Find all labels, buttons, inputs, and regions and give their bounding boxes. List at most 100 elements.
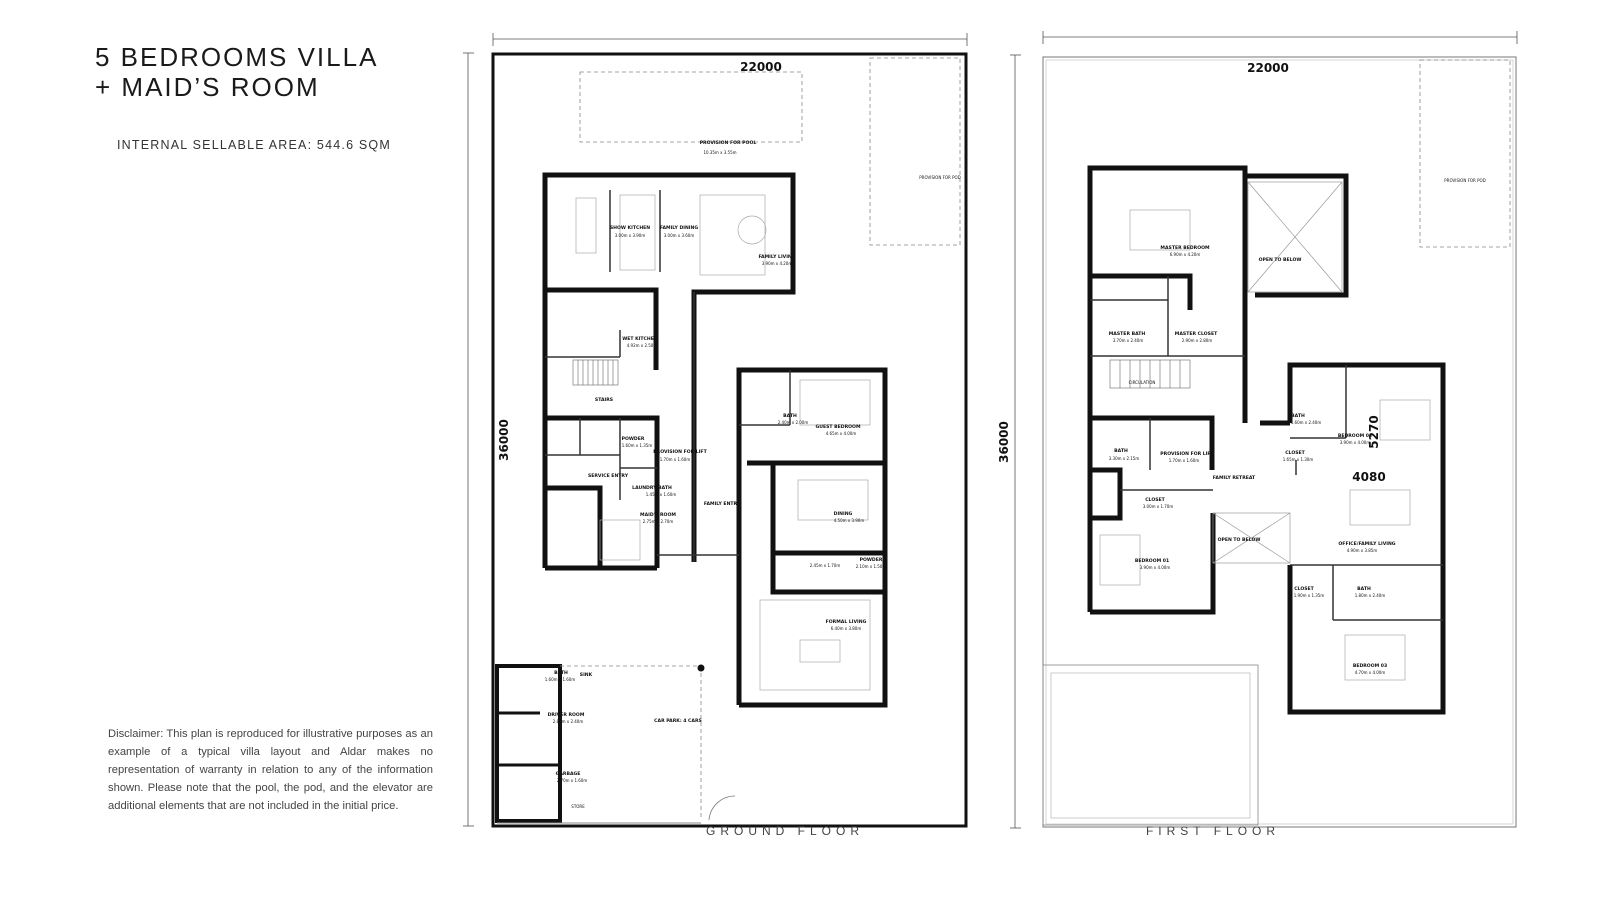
- ff-label-bath-a: BATH: [1291, 413, 1305, 419]
- ff-label-hall: CIRCULATION: [1129, 380, 1156, 385]
- gf-label-maids-room: MAID'S ROOM: [640, 512, 676, 518]
- gf-label-stairs: STAIRS: [595, 397, 613, 403]
- ff-dimension-lines: [1010, 31, 1518, 829]
- ff-label-closet-a: CLOSET: [1285, 450, 1305, 456]
- gf-label-family-dining: FAMILY DINING: [660, 225, 699, 231]
- ff-dimension-5270: 5270: [1367, 415, 1381, 448]
- ff-roof-outline-inner: [1050, 672, 1251, 819]
- gf-label-driver-room: DRIVER ROOM: [548, 712, 585, 718]
- gf-label-dining: DINING: [834, 511, 853, 517]
- ff-label-bath-a-size: 1.60m x 2.40m: [1291, 420, 1322, 425]
- ff-floor-name: FIRST FLOOR: [1146, 824, 1280, 838]
- ff-plot-boundary: [1042, 56, 1517, 828]
- ff-label-bedroom-3: BEDROOM 03: [1353, 663, 1387, 669]
- gf-label-laundry-bath: LAUNDRY/BATH: [632, 485, 672, 491]
- gf-height-dimension: 36000: [497, 419, 511, 461]
- gf-pod-outline: [869, 57, 961, 246]
- ff-label-bedroom-2: BEDROOM 02: [1338, 433, 1372, 439]
- ff-label-closet-b: CLOSET: [1145, 497, 1165, 503]
- gf-label-bath-3: BATH: [554, 670, 568, 676]
- gf-plot-boundary: [491, 52, 968, 828]
- ff-label-provision-lift-size: 1.70m x 1.60m: [1169, 458, 1200, 463]
- ff-label-open-to-below: OPEN TO BELOW: [1259, 257, 1302, 263]
- ff-width-dimension: 22000: [1247, 61, 1289, 75]
- gf-label-family-dining-size: 3.00m x 3.60m: [664, 233, 695, 238]
- ff-label-provision-lift: PROVISION FOR LIFT: [1160, 451, 1214, 457]
- gf-label-formal-living: FORMAL LIVING: [826, 619, 867, 625]
- gf-room-labels: SHOW KITCHEN 3.00m x 3.90m FAMILY DINING…: [545, 225, 887, 809]
- gf-label-family-living: FAMILY LIVING: [758, 254, 795, 260]
- gf-label-garbage-size: 2.70m x 1.60m: [557, 778, 588, 783]
- ff-label-pod: PROVISION FOR POD: [1444, 178, 1485, 183]
- ff-label-bedroom-3-size: 4.70m x 4.00m: [1355, 670, 1386, 675]
- ff-stairs-graphic: [1109, 359, 1191, 389]
- gf-stairs-graphic: [572, 359, 619, 386]
- gf-label-wet-kitchen-size: 4.92m x 2.50m: [627, 343, 658, 348]
- gf-label-family-entry: FAMILY ENTRY: [704, 501, 741, 507]
- ff-label-bath-c: BATH: [1357, 586, 1371, 592]
- ff-label-master-bath: MASTER BATH: [1109, 331, 1146, 337]
- gf-label-show-kitchen-size: 3.00m x 3.90m: [615, 233, 646, 238]
- gf-house-inner-walls: [545, 190, 791, 562]
- ff-open-to-below: [1212, 181, 1343, 564]
- gf-label-bath-3-size: 1.60m x 1.60m: [545, 677, 576, 682]
- ff-furniture: [1099, 209, 1431, 681]
- gf-label-pool: PROVISION FOR POOL: [700, 140, 757, 146]
- ff-label-bedroom-1: BEDROOM 01: [1135, 558, 1169, 564]
- gf-label-formal-living-size: 6.40m x 3.80m: [831, 626, 862, 631]
- gf-dimension-lines: [463, 33, 968, 827]
- gf-label-show-kitchen: SHOW KITCHEN: [610, 225, 650, 231]
- disclaimer-text: Disclaimer: This plan is reproduced for …: [108, 728, 433, 812]
- page-title: 5 BEDROOMS VILLA + MAID’S ROOM: [95, 42, 378, 102]
- first-floor-plan: 22000 36000 PROVISION FOR POD: [997, 31, 1518, 838]
- ff-roof-outline: [1042, 664, 1259, 826]
- gf-label-laundry-bath-size: 1.45m x 1.60m: [646, 492, 677, 497]
- gf-garage: [495, 664, 736, 824]
- gf-label-provision-lift: PROVISION FOR LIFT: [653, 449, 707, 455]
- gf-label-powder-2-size: 2.10m x 1.50m: [856, 564, 887, 569]
- gf-label-powder-2: POWDER: [860, 557, 883, 563]
- ff-label-bath-c-size: 1.80m x 2.40m: [1355, 593, 1386, 598]
- ff-height-dimension: 36000: [997, 421, 1011, 463]
- ff-label-closet-c-size: 1.90m x 1.35m: [1294, 593, 1325, 598]
- gf-label-wet-kitchen: WET KITCHEN: [622, 336, 658, 342]
- ff-dimension-4080: 4080: [1352, 470, 1385, 484]
- gf-label-dining-size: 4.50m x 3.90m: [834, 518, 865, 523]
- ff-label-master-bedroom-size: 6.90m x 4.20m: [1170, 252, 1201, 257]
- gf-width-dimension: 22000: [740, 60, 782, 74]
- ff-label-master-closet: MASTER CLOSET: [1175, 331, 1218, 337]
- ff-label-bedroom-2-size: 3.90m x 4.00m: [1340, 440, 1371, 445]
- ff-label-master-closet-size: 2.90m x 2.80m: [1182, 338, 1213, 343]
- gf-pool-outline: [579, 71, 803, 143]
- title-line-2: + MAID’S ROOM: [95, 72, 320, 102]
- gf-label-pool-size: 10.35m x 3.55m: [703, 150, 736, 155]
- ff-label-open-to-below-2: OPEN TO BELOW: [1218, 537, 1261, 543]
- gf-label-driver-room-size: 2.80m x 2.40m: [553, 719, 584, 724]
- ff-room-labels: MASTER BEDROOM 6.90m x 4.20m OPEN TO BEL…: [1109, 245, 1396, 675]
- ff-label-closet-a-size: 1.65m x 1.30m: [1283, 457, 1314, 462]
- ff-label-master-bedroom: MASTER BEDROOM: [1160, 245, 1210, 251]
- gf-label-maids-room-size: 2.75m x 2.70m: [643, 519, 674, 524]
- ff-label-office-living-size: 4.90m x 3.85m: [1347, 548, 1378, 553]
- gf-label-bath-size: 2.40m x 2.00m: [778, 420, 809, 425]
- ff-label-family-retreat: FAMILY RETREAT: [1213, 475, 1256, 481]
- gf-label-sink: SINK: [580, 672, 593, 678]
- gf-label-car-park: CAR PARK: 4 CARS: [654, 718, 702, 724]
- ground-floor-plan: 22000 36000 PROVISION FOR POOL 10.35m x …: [463, 33, 968, 838]
- ff-label-bath-b-size: 3.30m x 2.15m: [1109, 456, 1140, 461]
- gf-label-family-living-size: 3.90m x 4.20m: [762, 261, 793, 266]
- gf-label-provision-lift-size: 1.70m x 1.60m: [660, 457, 691, 462]
- gf-label-garbage: GARBAGE: [556, 771, 581, 777]
- gf-label-store: STORE: [571, 804, 585, 809]
- ff-house-inner-walls: [1090, 276, 1443, 621]
- gf-floor-name: GROUND FLOOR: [706, 824, 864, 838]
- gf-label-pod: PROVISION FOR POD: [919, 175, 960, 180]
- sellable-area: INTERNAL SELLABLE AREA: 544.6 SQM: [117, 138, 391, 152]
- ff-label-office-living: OFFICE/FAMILY LIVING: [1338, 541, 1395, 547]
- gf-furniture: [575, 194, 871, 691]
- ff-label-closet-c: CLOSET: [1294, 586, 1314, 592]
- ff-label-bath-b: BATH: [1114, 448, 1128, 454]
- ff-pod-outline: [1419, 59, 1511, 248]
- ff-label-master-bath-size: 3.70m x 2.40m: [1113, 338, 1144, 343]
